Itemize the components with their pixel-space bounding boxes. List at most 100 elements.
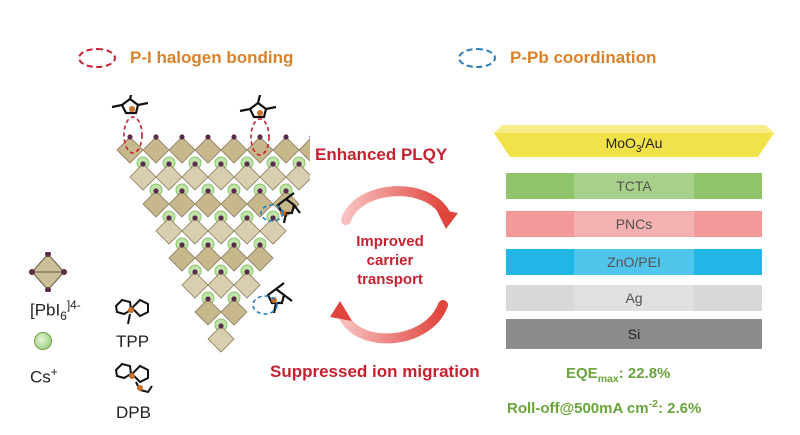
cs-label: Cs+ <box>30 365 58 387</box>
octahedron-cell <box>220 298 248 326</box>
rolloff-metric: Roll-off@500mA cm-2: 2.6% <box>507 398 702 417</box>
octahedron-cell <box>233 163 261 191</box>
iodide-atom <box>166 215 172 221</box>
iodide-atom <box>192 269 198 275</box>
layer-ag-label: Ag <box>625 290 643 306</box>
iodide-atom <box>218 215 224 221</box>
octahedron-cell <box>155 217 183 245</box>
octahedron-cell <box>207 271 235 299</box>
iodide-atom <box>231 134 237 140</box>
octahedron-cell <box>233 271 261 299</box>
dpb-label: DPB <box>116 403 151 422</box>
layer-moo3-au-label: MoO3/Au <box>605 135 663 155</box>
layer-pncs: PNCs <box>506 211 762 237</box>
iodide-atom <box>257 242 263 248</box>
iodide-atom <box>179 188 185 194</box>
cs-ion-icon <box>34 332 52 350</box>
legend-coordination-label: P-Pb coordination <box>510 48 657 67</box>
iodide-atom <box>205 134 211 140</box>
tpp-molecule-icon <box>114 298 149 325</box>
iodide-atom <box>153 134 159 140</box>
halogen-bond-ellipses <box>123 116 284 315</box>
ligand-molecule-icon <box>111 95 301 314</box>
iodide-atom <box>205 296 211 302</box>
iodide-atom <box>309 135 310 139</box>
device-stack: MoO3/Au TCTA PNCs ZnO/PEI Ag Si <box>494 125 774 350</box>
layer-si: Si <box>506 319 762 349</box>
octahedron-cell <box>194 136 222 164</box>
octahedron-cell <box>207 325 235 353</box>
octahedron-cell <box>259 163 287 191</box>
legend-coordination: P-Pb coordination <box>458 48 656 68</box>
layer-moo3-au: MoO3/Au <box>494 125 774 157</box>
center-line-3: transport <box>357 271 423 288</box>
octahedron-cell <box>207 163 235 191</box>
legend-halogen-bonding: P-I halogen bonding <box>78 48 293 68</box>
octahedron-cell <box>194 190 222 218</box>
iodide-atom <box>192 215 198 221</box>
iodide-atom <box>257 188 263 194</box>
legend-halogen-label: P-I halogen bonding <box>130 48 294 67</box>
octahedron-cell <box>207 217 235 245</box>
octahedron-cell <box>116 136 144 164</box>
octahedron-cell <box>194 298 222 326</box>
perovskite-lattice-diagram <box>111 95 310 353</box>
octahedron-cell <box>129 163 157 191</box>
iodide-atom <box>244 215 250 221</box>
iodide-atom <box>244 269 250 275</box>
layer-tcta: TCTA <box>506 173 762 199</box>
iodide-atom <box>283 134 289 140</box>
octahedron-cell <box>142 136 170 164</box>
layer-si-shape <box>506 319 762 349</box>
layer-si-label: Si <box>627 326 641 342</box>
eqe-metric: EQEmax: 22.8% <box>566 365 671 385</box>
octahedron-cell <box>181 217 209 245</box>
iodide-atom <box>179 242 185 248</box>
dpb-molecule-icon <box>114 362 153 394</box>
iodide-atom <box>192 161 198 167</box>
iodide-atom <box>270 161 276 167</box>
enhanced-plqy-label: Enhanced PLQY <box>315 145 448 164</box>
octahedron-cell <box>220 136 248 164</box>
iodide-atom <box>205 188 211 194</box>
lattice-octahedra <box>116 134 310 353</box>
blue-dashed-ellipse-icon <box>458 48 496 68</box>
suppressed-ion-migration-label: Suppressed ion migration <box>270 362 480 381</box>
layer-ag: Ag <box>506 285 762 311</box>
layer-zno-pei: ZnO/PEI <box>506 249 762 275</box>
iodide-atom <box>179 134 185 140</box>
octahedron-label: [PbI6]4- <box>30 298 81 324</box>
iodide-atom <box>166 161 172 167</box>
iodide-atom <box>257 134 263 140</box>
stack-center-highlight <box>574 157 694 319</box>
octahedron-cell <box>220 244 248 272</box>
octahedron-cell <box>272 136 300 164</box>
octahedron-cell <box>194 244 222 272</box>
octahedron-cell <box>246 190 274 218</box>
octahedron-cell <box>298 138 310 162</box>
center-line-2: carrier <box>366 252 414 269</box>
iodide-atom <box>205 242 211 248</box>
iodide-atom <box>153 188 159 194</box>
octahedron-cell <box>142 190 170 218</box>
octahedron-cell <box>168 190 196 218</box>
tpp-label: TPP <box>116 332 150 351</box>
octahedron-cell <box>181 163 209 191</box>
cycle-arrows-icon <box>330 186 458 344</box>
layer-pncs-label: PNCs <box>615 216 653 232</box>
iodide-atom <box>244 161 250 167</box>
iodide-atom <box>296 161 302 167</box>
iodide-atom <box>231 296 237 302</box>
octahedron-cell <box>168 244 196 272</box>
layer-moo3-au-shape <box>494 125 774 157</box>
octahedron-icon <box>29 252 67 292</box>
octahedron-cell <box>246 244 274 272</box>
layer-zno-pei-label: ZnO/PEI <box>607 254 661 270</box>
iodide-atom <box>140 161 146 167</box>
octahedron-cell <box>181 271 209 299</box>
iodide-atom <box>127 134 133 140</box>
layer-tcta-label: TCTA <box>616 178 652 194</box>
center-line-1: Improved <box>356 233 424 250</box>
red-dashed-ellipse-icon <box>78 48 116 68</box>
octahedron-cell <box>285 163 310 191</box>
